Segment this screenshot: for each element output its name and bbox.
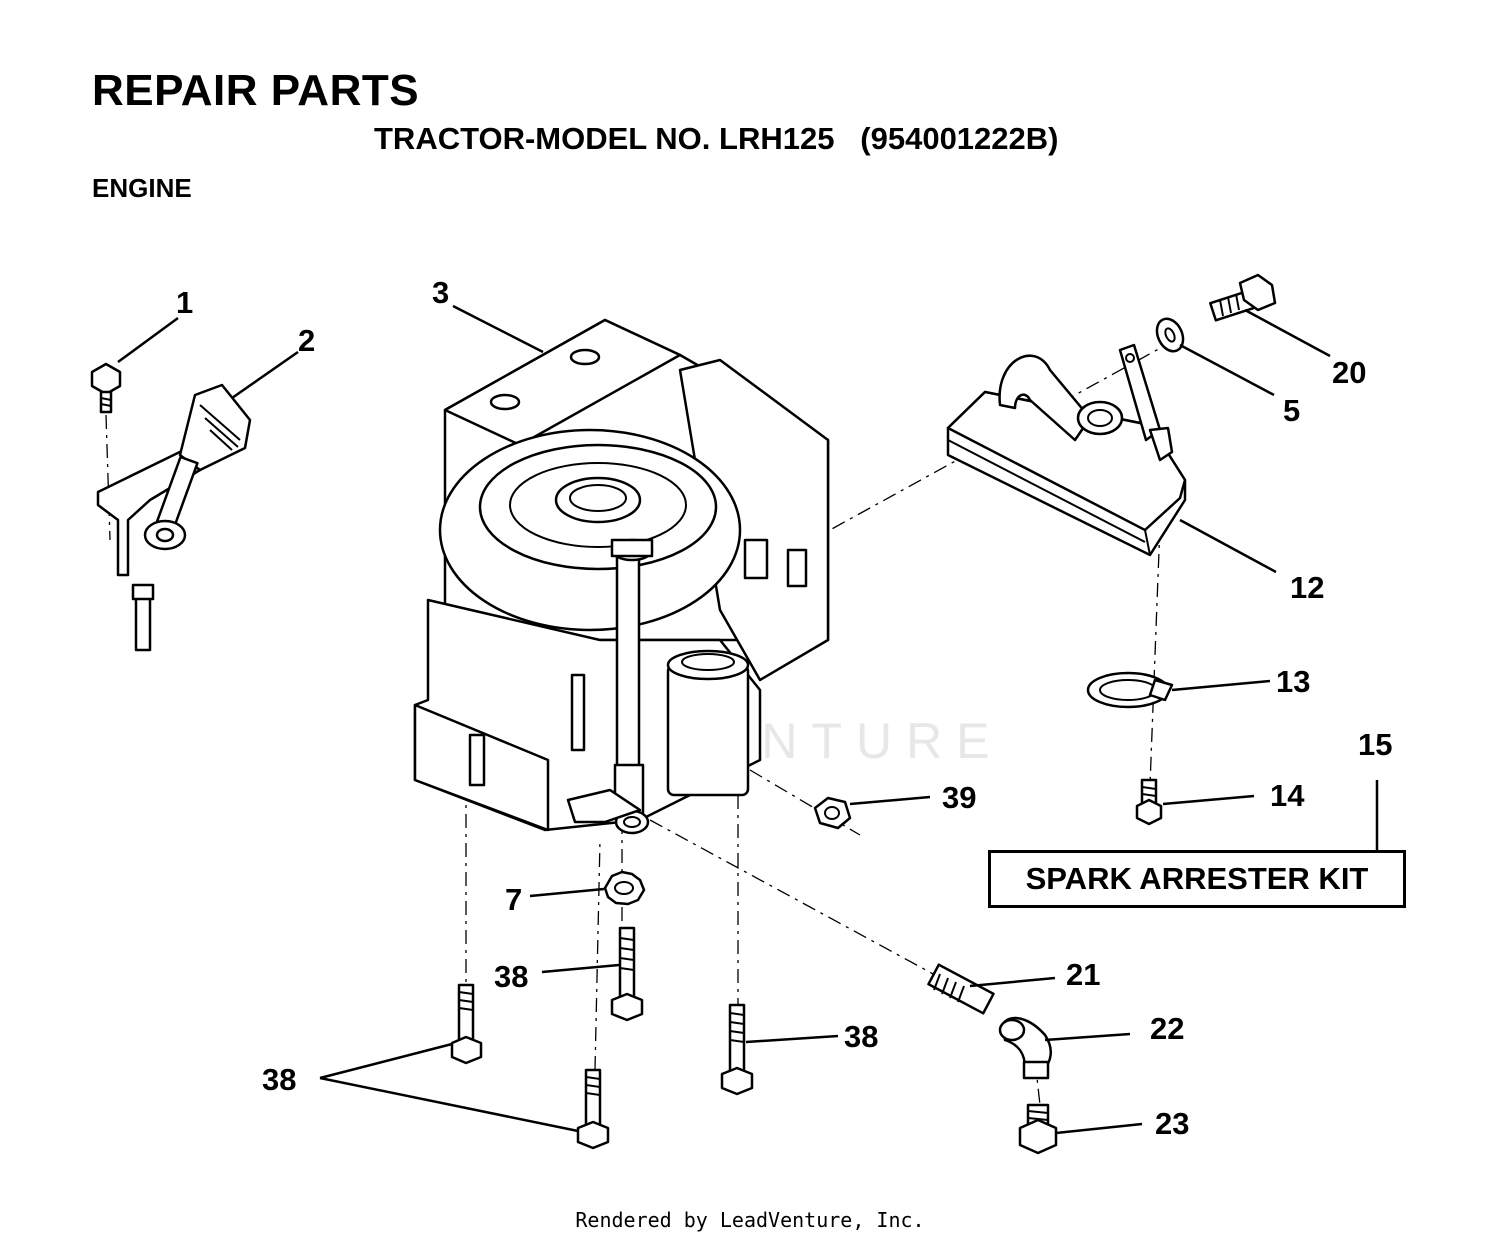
page-title: REPAIR PARTS (92, 66, 420, 115)
callout-38-upper: 38 (494, 959, 528, 994)
throttle-control-part-2[interactable] (96, 383, 252, 652)
assembly-lines (105, 339, 1176, 1106)
model-subtitle: TRACTOR-MODEL NO. LRH125 (954001222B) (374, 121, 1059, 156)
callout-1: 1 (176, 285, 193, 320)
callout-39: 39 (942, 780, 976, 815)
bolt-part-38-right[interactable] (720, 1003, 754, 1096)
callout-2: 2 (298, 323, 315, 358)
callout-14: 14 (1270, 778, 1305, 813)
spark-arrester-screen-part-13[interactable] (1086, 671, 1174, 709)
callout-13: 13 (1276, 664, 1310, 699)
callout-23: 23 (1155, 1106, 1189, 1141)
callout-3: 3 (432, 275, 449, 310)
bolt-part-38-left[interactable] (450, 983, 483, 1065)
plug-part-23[interactable] (1018, 1103, 1058, 1155)
muffler-part-12[interactable] (946, 343, 1187, 557)
section-heading: ENGINE (92, 173, 192, 203)
lock-washer-part-7[interactable] (603, 870, 646, 906)
pipe-nipple-part-21[interactable] (927, 963, 995, 1015)
callout-20: 20 (1332, 355, 1366, 390)
nut-part-39[interactable] (813, 796, 852, 830)
callout-12: 12 (1290, 570, 1324, 605)
callout-21: 21 (1066, 957, 1100, 992)
callout-15: 15 (1358, 727, 1392, 762)
spark-arrester-kit-label: SPARK ARRESTER KIT (1025, 861, 1369, 896)
callout-38-right: 38 (844, 1019, 878, 1054)
leader-lines (117, 304, 1379, 1135)
bolt-part-38-upper[interactable] (610, 926, 644, 1022)
footer-credit: Rendered by LeadVenture, Inc. (575, 1208, 925, 1232)
screw-part-14[interactable] (1135, 778, 1163, 826)
engine-part-3[interactable] (413, 318, 830, 835)
washer-part-5[interactable] (1152, 315, 1188, 356)
bolt-part-20[interactable] (1209, 273, 1277, 322)
callout-5: 5 (1283, 393, 1300, 428)
callout-38-lower: 38 (262, 1062, 296, 1097)
callout-7: 7 (505, 882, 522, 917)
bolt-part-38-bottom[interactable] (576, 1068, 610, 1150)
bolt-part-1[interactable] (90, 362, 122, 414)
elbow-part-22[interactable] (998, 1016, 1052, 1080)
spark-arrester-kit-box[interactable]: SPARK ARRESTER KIT (988, 850, 1406, 908)
callout-22: 22 (1150, 1011, 1184, 1046)
